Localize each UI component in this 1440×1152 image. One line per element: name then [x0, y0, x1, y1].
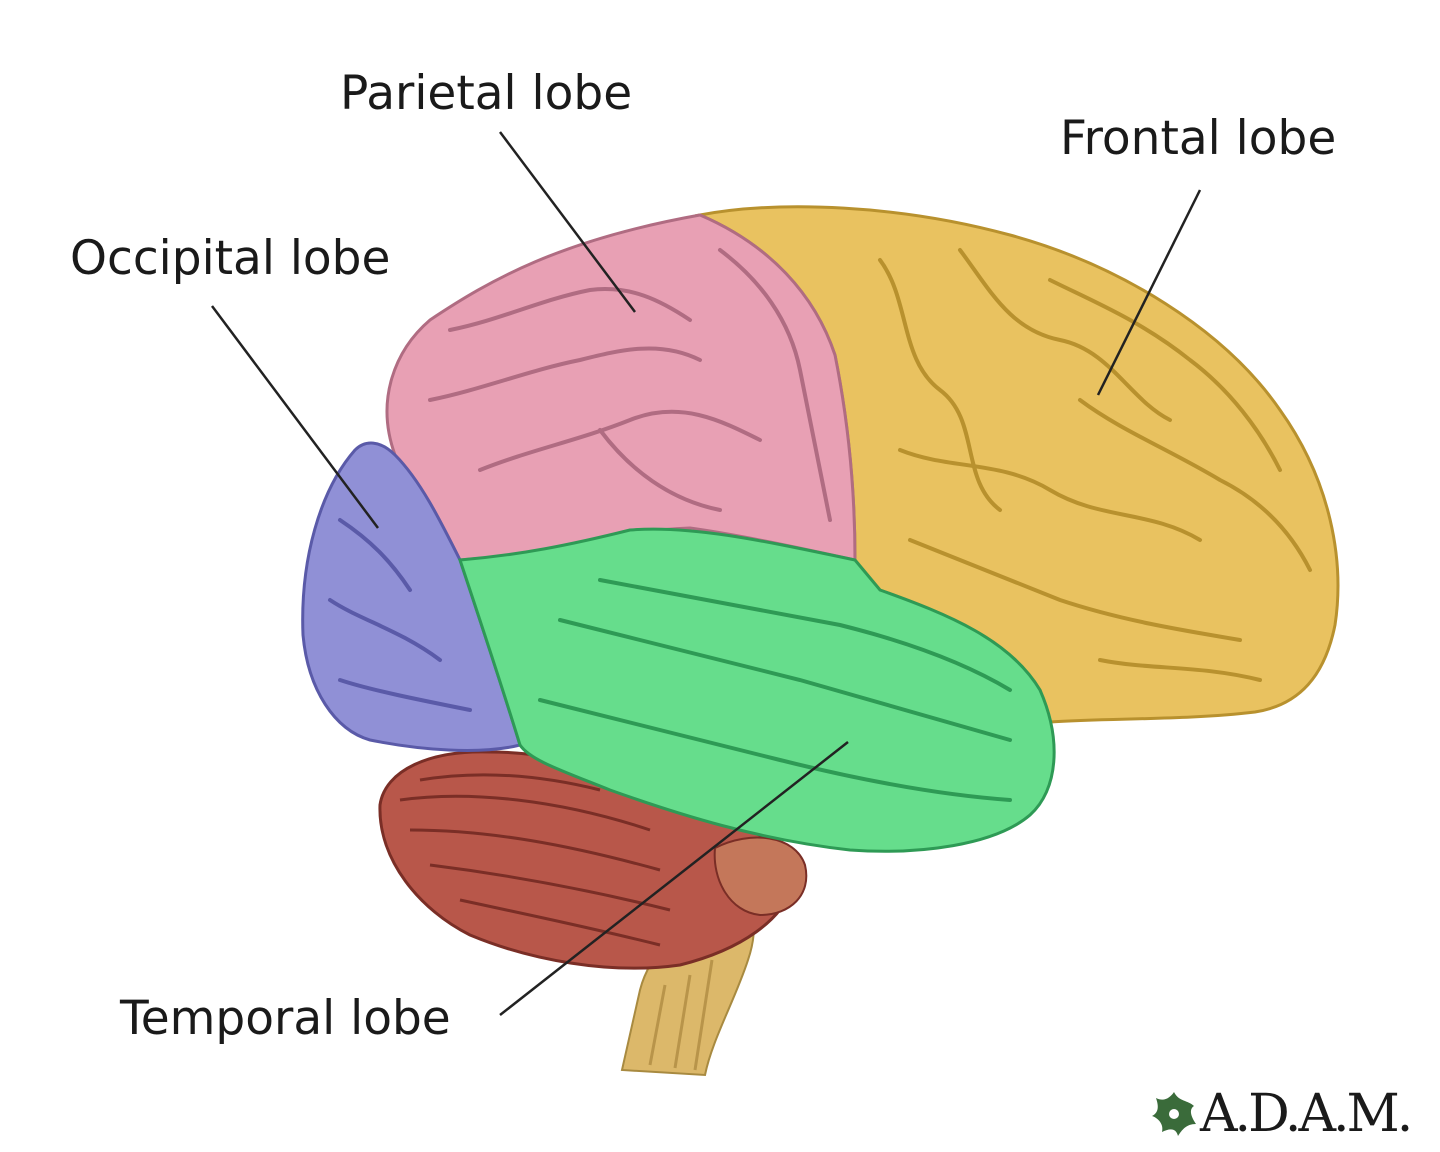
leader-line-frontal: [1096, 189, 1202, 396]
brainstem-fibers: [648, 959, 714, 1071]
cerebellum-folia: [399, 773, 671, 947]
leader-line-occipital: [210, 305, 380, 529]
gyri-lines: [328, 248, 1312, 802]
adam-logo: A.D.A.M.: [1148, 1084, 1413, 1144]
occipital-lobe-label: Occipital lobe: [70, 231, 391, 286]
leaf-icon: [1152, 1092, 1196, 1136]
frontal-lobe-label: Frontal lobe: [1060, 111, 1337, 166]
temporal-lobe-label: Temporal lobe: [120, 991, 451, 1046]
leader-line-temporal: [499, 741, 849, 1016]
parietal-lobe-label: Parietal lobe: [340, 66, 633, 121]
pons: [713, 836, 808, 917]
adam-logo-text: A.D.A.M.: [1200, 1084, 1413, 1144]
leader-line-parietal: [499, 131, 636, 313]
temporal-lobe: [457, 527, 1056, 853]
